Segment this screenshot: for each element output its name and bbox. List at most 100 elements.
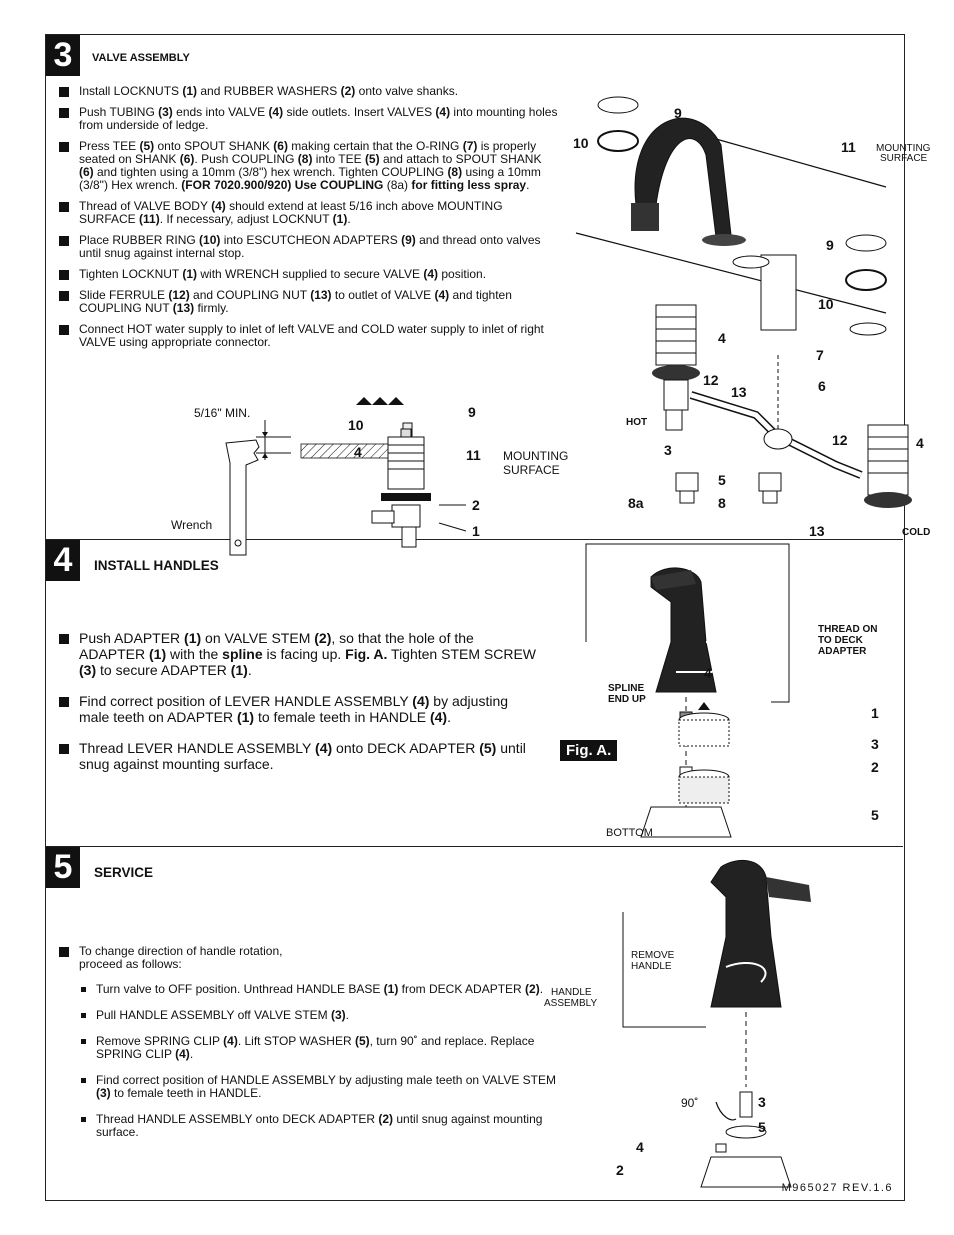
step-text: Push TUBING <box>79 105 159 119</box>
step-item: Find correct position of HANDLE ASSEMBLY… <box>79 1074 558 1100</box>
step-emphasis: (4) <box>211 199 226 213</box>
step-text: Place RUBBER RING <box>79 233 200 247</box>
step-text: . <box>345 1008 349 1022</box>
step-emphasis: (4) <box>412 693 430 709</box>
step-emphasis: (5) <box>139 139 155 153</box>
step-emphasis: (8) <box>297 152 313 166</box>
escutcheon-adapter-icon <box>356 397 404 405</box>
step-emphasis: (1) <box>149 646 167 662</box>
instruction-sheet: 3 VALVE ASSEMBLY Install LOCKNUTS (1) an… <box>45 34 931 1201</box>
step-text: until snug against mounting surface. <box>96 1112 543 1139</box>
escutcheon-right-icon <box>845 234 887 252</box>
step-text: firmly. <box>194 301 229 315</box>
mounting-label-top: MOUNTING <box>876 143 931 154</box>
callout-6: 6 <box>818 378 826 394</box>
wrench-label: Wrench <box>171 518 212 532</box>
step-emphasis: (4) <box>175 1047 190 1061</box>
thread-on-label-1: THREAD ON <box>818 624 877 635</box>
step-item: Pull HANDLE ASSEMBLY off VALVE STEM (3). <box>79 1009 558 1022</box>
callout-4: 4 <box>636 1139 644 1155</box>
fig-a-label: Fig. A. <box>560 740 618 761</box>
step-text: should extend at least 5/16 inch above M… <box>79 199 503 226</box>
step-item: Connect HOT water supply to inlet of lef… <box>58 323 558 349</box>
bottom-label: BOTTOM <box>606 827 653 839</box>
step-emphasis: (9) <box>401 233 416 247</box>
callout-2: 2 <box>616 1162 624 1178</box>
callout-1: 1 <box>472 523 480 539</box>
faucet-exploded-diagram: 9 10 11 MOUNTING SURFACE 9 10 4 7 6 12 1… <box>573 96 931 539</box>
step-emphasis: (4) <box>429 709 448 725</box>
spout-icon <box>634 117 732 238</box>
step-text: . <box>539 982 544 996</box>
callout-9: 9 <box>468 404 476 420</box>
step-emphasis: (4) <box>223 1034 238 1048</box>
callout-2: 2 <box>871 759 879 775</box>
step-text: ends into VALVE <box>172 105 269 119</box>
step-text: to female teeth in HANDLE. <box>110 1086 262 1100</box>
callout-8a: 8a <box>628 495 644 511</box>
section-service: 5 SERVICE To change direction of handle … <box>46 847 903 1200</box>
step-text: Thread LEVER HANDLE ASSEMBLY <box>79 740 316 756</box>
remove-label-1: REMOVE <box>631 950 675 961</box>
section-valve-assembly: 3 VALVE ASSEMBLY Install LOCKNUTS (1) an… <box>46 35 931 556</box>
step-emphasis: for fitting less spray <box>411 178 527 192</box>
min-height-label: 5/16" MIN. <box>194 406 250 420</box>
handle-install-diagram: 4 1 3 2 5 THREAD ON TO DECK ADAPTER SPLI… <box>585 543 879 839</box>
stop-washer-icon <box>725 1125 767 1139</box>
hot-valve-icon <box>652 304 700 431</box>
step-emphasis: (1) <box>383 982 399 996</box>
step-text: Install LOCKNUTS <box>79 84 183 98</box>
callout-9-top: 9 <box>674 105 682 121</box>
step-text: Tighten STEM SCREW <box>387 646 536 662</box>
step-text: into ESCUTCHEON ADAPTERS <box>220 233 402 247</box>
step-item: Slide FERRULE (12) and COUPLING NUT (13)… <box>58 289 558 315</box>
step-emphasis: (FOR 7020.900/920) Use COUPLING <box>181 178 384 192</box>
service-diagram: 90˚ 3 5 4 2 REMOVE HANDLE HANDLE ASSEMBL… <box>544 859 811 1188</box>
step-emphasis: (2) <box>525 982 540 996</box>
lever-handle-icon <box>650 567 717 693</box>
step-emphasis: (7) <box>462 139 478 153</box>
step-text: making certain that the O-RING <box>287 139 463 153</box>
step-emphasis: (6) <box>273 139 288 153</box>
cold-label: COLD <box>902 527 930 538</box>
step-text: and tighten using a 10mm (3/8") hex wren… <box>93 165 448 179</box>
step-emphasis: (11) <box>139 212 160 226</box>
step-emphasis: (13) <box>310 288 332 302</box>
hot-label: HOT <box>626 417 647 428</box>
deck-adapter-icon <box>640 806 732 838</box>
valve-detail-diagram: 5/16" MIN. 10 9 4 <box>171 397 568 556</box>
step-text: and COUPLING NUT <box>189 288 311 302</box>
handle-assembly-label-1: HANDLE <box>551 987 592 998</box>
thread-on-label-3: ADAPTER <box>818 646 867 657</box>
step-item: Remove SPRING CLIP (4). Lift STOP WASHER… <box>79 1035 558 1061</box>
step-text: and RUBBER WASHERS <box>197 84 341 98</box>
step-item: Turn valve to OFF position. Unthread HAN… <box>79 983 558 996</box>
step-item: Thread of VALVE BODY (4) should extend a… <box>58 200 558 226</box>
coupling-8a-icon <box>675 472 699 504</box>
step-item: Find correct position of LEVER HANDLE AS… <box>58 693 538 725</box>
step-emphasis: (1) <box>184 630 202 646</box>
step-emphasis: (3) <box>96 1086 111 1100</box>
valve-stem-icon <box>739 1091 753 1118</box>
step-text: Slide FERRULE <box>79 288 169 302</box>
callout-4-left: 4 <box>718 330 726 346</box>
service-substeps: Turn valve to OFF position. Unthread HAN… <box>79 983 558 1139</box>
step-emphasis: (4) <box>434 288 450 302</box>
step-text: Connect HOT water supply to inlet of lef… <box>79 322 544 349</box>
install-handles-steps: Push ADAPTER (1) on VALVE STEM (2), so t… <box>58 630 538 787</box>
step-emphasis: (5) <box>364 152 380 166</box>
step-text: using a 10mm (3/8") Hex wrench. <box>79 165 541 192</box>
callout-5: 5 <box>758 1119 766 1135</box>
callout-12-left: 12 <box>703 372 719 388</box>
callout-4: 4 <box>704 665 712 681</box>
step-text: . Push COUPLING <box>194 152 298 166</box>
callout-3: 3 <box>758 1094 766 1110</box>
step-text: with the <box>166 646 223 662</box>
surface-label: SURFACE <box>503 463 560 477</box>
step-emphasis: (6) <box>179 152 195 166</box>
handle-assembly-icon <box>710 859 782 1008</box>
step-text: onto SPOUT SHANK <box>154 139 274 153</box>
step-text: , so that the hole of the ADAPTER <box>79 630 474 662</box>
step-text: from DECK ADAPTER <box>398 982 526 996</box>
callout-10-top: 10 <box>573 135 589 151</box>
